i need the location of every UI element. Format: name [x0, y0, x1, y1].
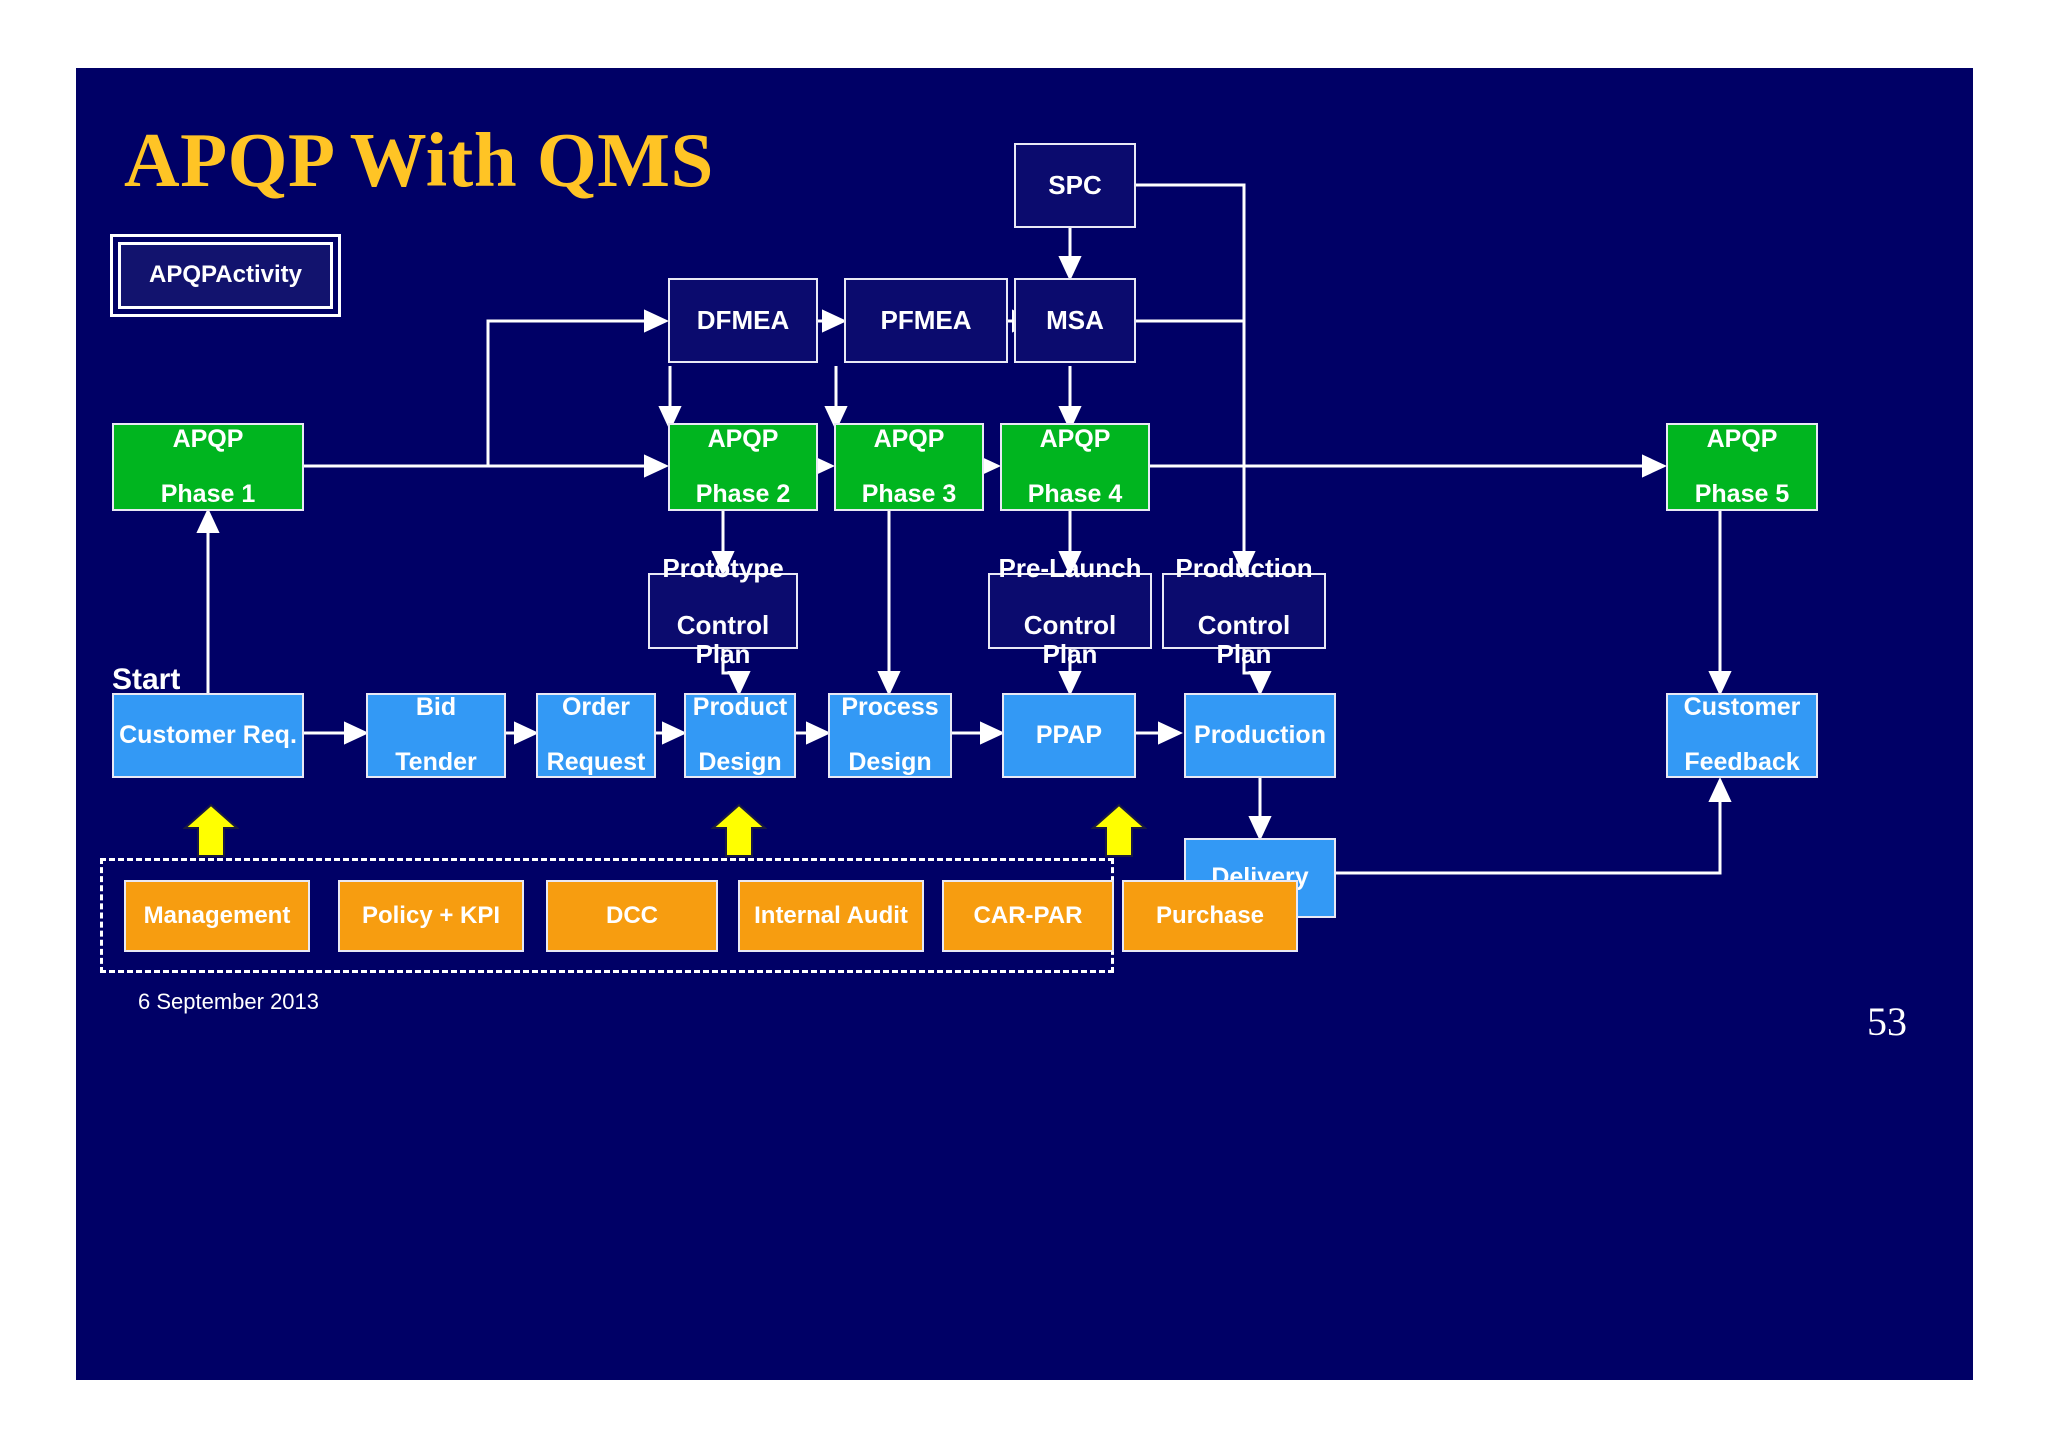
slide-canvas: APQP With QMS APQPActivity	[76, 68, 1973, 1380]
apqp-phase-2-line1: APQP	[707, 424, 779, 453]
production-cp-line1: Production	[1175, 552, 1313, 583]
production-cp-line2: Control Plan	[1197, 610, 1291, 669]
apqp-phase-1-line1: APQP	[172, 424, 244, 453]
node-policy-kpi[interactable]: Policy + KPI	[338, 880, 524, 952]
node-dcc-label: DCC	[606, 901, 658, 929]
node-customer-req[interactable]: Customer Req.	[112, 693, 304, 778]
prototype-cp-line1: Prototype	[662, 552, 784, 583]
apqp-phase-3-line1: APQP	[873, 424, 945, 453]
node-pfmea-label: PFMEA	[880, 305, 972, 336]
legend-apqp-activity: APQPActivity	[110, 234, 341, 317]
apqp-phase-1-line2: Phase 1	[160, 479, 256, 508]
node-pfmea[interactable]: PFMEA	[844, 278, 1008, 363]
node-apqp-phase-5[interactable]: APQP Phase 5	[1666, 423, 1818, 511]
slide-date: 6 September 2013	[138, 989, 320, 1014]
node-internal-audit[interactable]: Internal Audit	[738, 880, 924, 952]
node-policy-kpi-label: Policy + KPI	[361, 901, 501, 929]
link-delivery-customer-feedback	[1333, 777, 1732, 875]
order-request-line2: Request	[546, 748, 646, 777]
legend-line-2: Activity	[215, 261, 302, 289]
apqp-phase-3-line2: Phase 3	[861, 479, 957, 508]
node-apqp-phase-2[interactable]: APQP Phase 2	[668, 423, 818, 511]
node-production[interactable]: Production	[1184, 693, 1336, 778]
node-apqp-phase-4[interactable]: APQP Phase 4	[1000, 423, 1150, 511]
link-apqp-phase-1-dfmea	[304, 309, 669, 468]
legend-line-1: APQP	[149, 261, 216, 289]
node-internal-audit-label: Internal Audit	[754, 901, 908, 929]
node-customer-req-label: Customer Req.	[119, 720, 297, 749]
customer-feedback-line1: Customer	[1683, 693, 1801, 722]
node-spc-label: SPC	[1048, 170, 1102, 201]
node-apqp-phase-3-label: APQP Phase 3	[854, 424, 965, 509]
product-design-line1: Product	[692, 693, 788, 722]
node-apqp-phase-3[interactable]: APQP Phase 3	[834, 423, 984, 511]
node-production-label: Production	[1194, 720, 1326, 749]
node-dfmea-label: DFMEA	[696, 305, 790, 336]
legend-text: APQPActivity	[149, 261, 302, 289]
link-spc-production-control-plan	[1136, 183, 1256, 576]
product-design-line2: Design	[698, 748, 782, 777]
node-car-par-label: CAR-PAR	[973, 901, 1083, 929]
prototype-cp-line2: Control Plan	[676, 610, 770, 669]
node-management[interactable]: Management	[124, 880, 310, 952]
node-apqp-phase-2-label: APQP Phase 2	[688, 424, 799, 509]
slide-page-number: 53	[1867, 999, 1907, 1044]
process-design-line2: Design	[848, 748, 932, 777]
customer-feedback-line2: Feedback	[1684, 748, 1800, 777]
emphasis-arrow-order-request	[711, 803, 767, 857]
node-spc[interactable]: SPC	[1014, 143, 1136, 228]
apqp-phase-2-line2: Phase 2	[695, 479, 791, 508]
apqp-phase-5-line2: Phase 5	[1694, 479, 1790, 508]
node-apqp-phase-1-label: APQP Phase 1	[153, 424, 264, 509]
node-purchase[interactable]: Purchase	[1122, 880, 1298, 952]
apqp-phase-4-line1: APQP	[1039, 424, 1111, 453]
node-apqp-phase-4-label: APQP Phase 4	[1020, 424, 1131, 509]
node-dcc[interactable]: DCC	[546, 880, 718, 952]
node-purchase-label: Purchase	[1155, 901, 1265, 929]
node-ppap[interactable]: PPAP	[1002, 693, 1136, 778]
node-apqp-phase-5-label: APQP Phase 5	[1687, 424, 1798, 509]
legend-inner-box: APQPActivity	[118, 242, 333, 309]
prelaunch-cp-line2: Control Plan	[1023, 610, 1117, 669]
node-car-par[interactable]: CAR-PAR	[942, 880, 1114, 952]
bid-tender-line1: Bid	[415, 693, 457, 722]
node-apqp-phase-1[interactable]: APQP Phase 1	[112, 423, 304, 511]
node-msa[interactable]: MSA	[1014, 278, 1136, 363]
node-msa-label: MSA	[1046, 305, 1104, 336]
prelaunch-cp-line1: Pre-Launch	[998, 552, 1142, 583]
bid-tender-line2: Tender	[395, 748, 477, 777]
emphasis-arrow-ppap	[1091, 803, 1147, 857]
start-label: Start	[112, 663, 181, 696]
page-title: APQP With QMS	[124, 117, 714, 203]
apqp-phase-4-line2: Phase 4	[1027, 479, 1123, 508]
process-design-line1: Process	[841, 693, 939, 722]
node-dfmea[interactable]: DFMEA	[668, 278, 818, 363]
node-ppap-label: PPAP	[1035, 720, 1103, 749]
emphasis-arrow-management	[183, 803, 239, 857]
node-management-label: Management	[143, 901, 291, 929]
order-request-line1: Order	[561, 693, 631, 722]
apqp-phase-5-line1: APQP	[1706, 424, 1778, 453]
